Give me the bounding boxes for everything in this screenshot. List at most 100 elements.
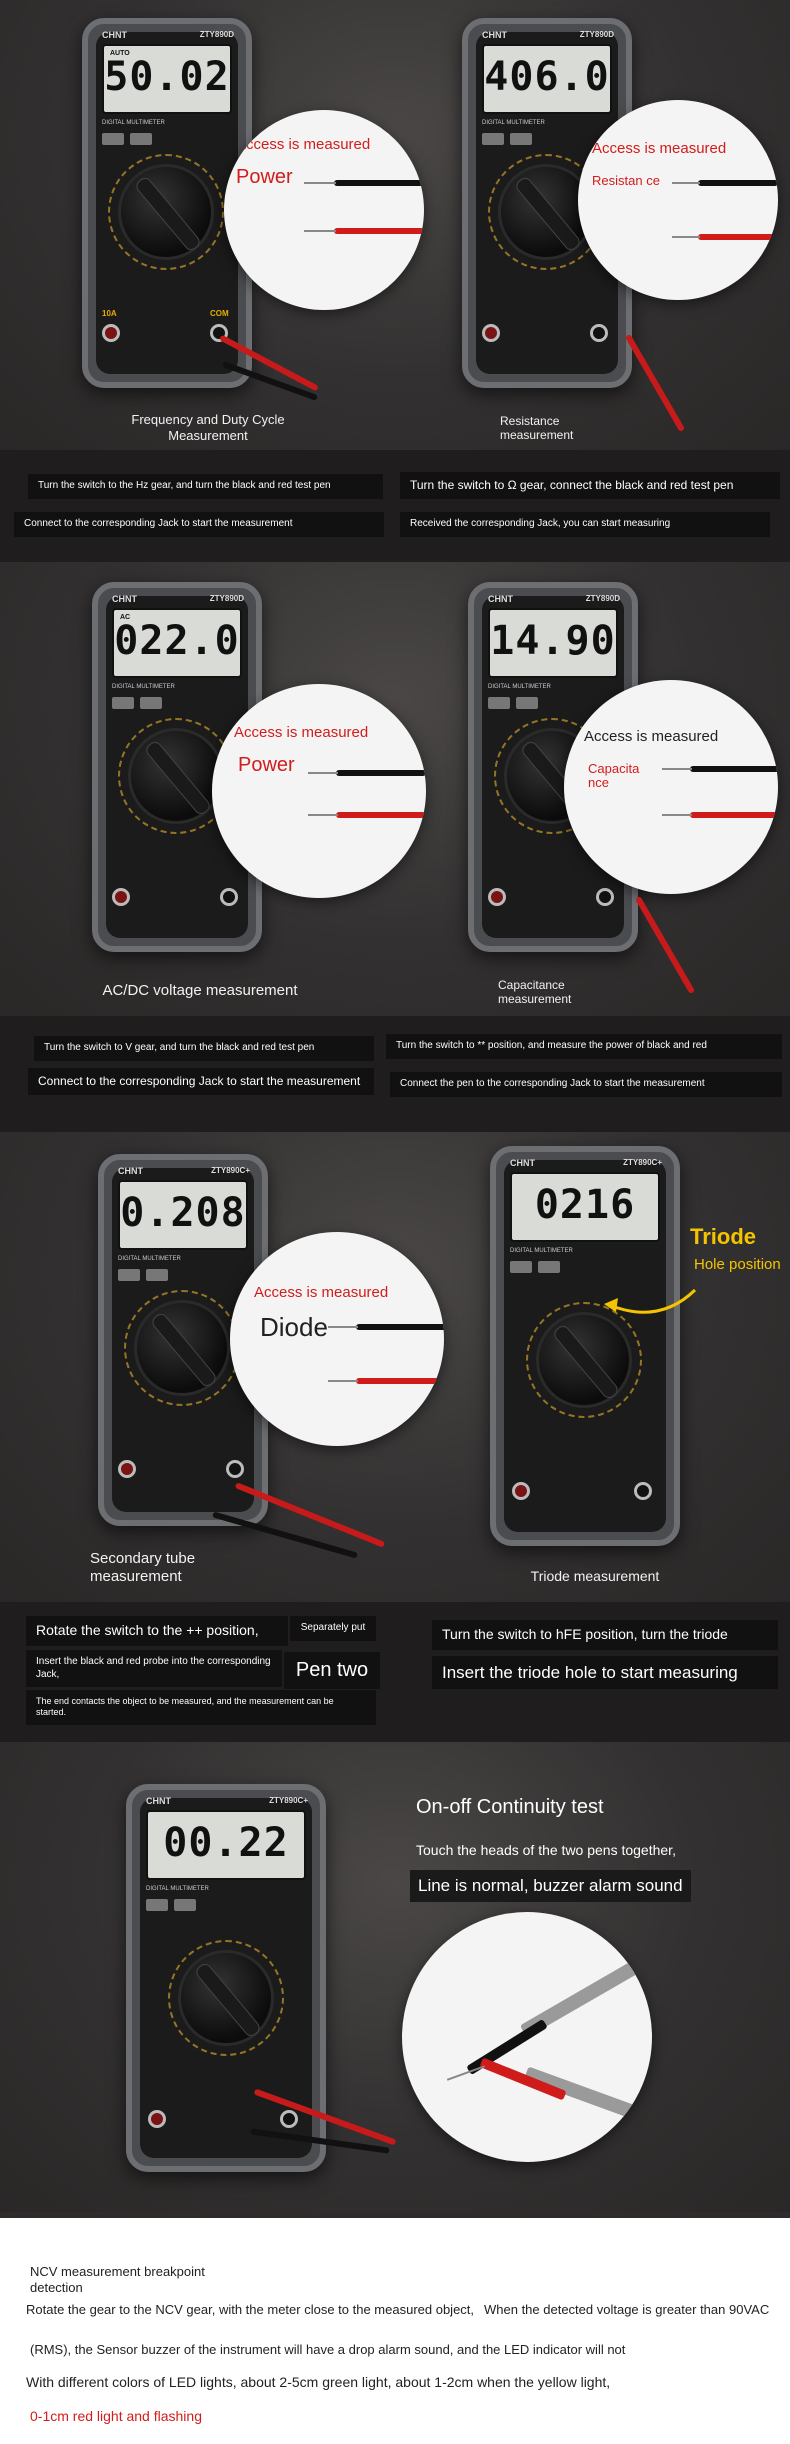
instruction-band-2: Turn the switch to V gear, and turn the … — [0, 1016, 790, 1132]
callout-title: Access is measured — [234, 724, 369, 741]
instruction-v-b: Connect to the corresponding Jack to sta… — [28, 1068, 374, 1095]
jack-10a — [102, 324, 120, 342]
instruction-ohm-a: Turn the switch to Ω gear, connect the b… — [400, 472, 780, 499]
jack-10a — [148, 2110, 166, 2128]
display-value: 022.0 — [114, 618, 240, 664]
callout-title: Access is measured — [254, 1284, 389, 1301]
instruction-cap-a: Turn the switch to ** position, and meas… — [386, 1034, 782, 1059]
continuity-line-1: Touch the heads of the two pens together… — [416, 1842, 676, 1858]
display-value: 00.22 — [163, 1820, 289, 1866]
probe-callout-circle: Access is measured Power — [212, 684, 426, 898]
meter-display: 406.0 — [482, 44, 612, 114]
instruction-band-3: Rotate the switch to the ++ position, Se… — [0, 1602, 790, 1742]
instruction-ohm-b: Received the corresponding Jack, you can… — [400, 512, 770, 537]
meter-display: AUTO 50.02 — [102, 44, 232, 114]
section-diode-triode: CHNT ZTY890C+ 0.208 DIGITAL MULTIMETER A… — [0, 1132, 790, 1602]
section-voltage-capacitance: CHNT ZTY890D AC 022.0 DIGITAL MULTIMETER… — [0, 562, 790, 1016]
jack-10a — [512, 1482, 530, 1500]
callout-title: Access is measured — [592, 140, 727, 157]
probe-callout-circle: Access is measured Capacita nce — [564, 680, 778, 894]
callout-subject: Diode — [260, 1312, 328, 1342]
instruction-band-1: Turn the switch to the Hz gear, and turn… — [0, 450, 790, 562]
rotary-dial — [128, 728, 224, 824]
rotary-dial — [536, 1312, 632, 1408]
jack-com — [226, 1460, 244, 1478]
ncv-line-2: (RMS), the Sensor buzzer of the instrume… — [30, 2342, 626, 2357]
jack-10a — [488, 888, 506, 906]
probe-callout-circle: Access is measured Power — [224, 110, 424, 310]
display-value: 50.02 — [104, 54, 230, 100]
meter-brand: CHNT — [118, 1166, 143, 1176]
instruction-hz-a: Turn the switch to the Hz gear, and turn… — [28, 474, 383, 499]
instruction-diode-put: Separately put — [290, 1616, 376, 1641]
multimeter-continuity: CHNT ZTY890C+ 00.22 DIGITAL MULTIMETER — [126, 1784, 326, 2172]
ncv-line-4: 0-1cm red light and flashing — [30, 2408, 202, 2424]
jack-10a — [118, 1460, 136, 1478]
meter-model: ZTY890D — [199, 30, 234, 39]
multimeter-resistance: CHNT ZTY890D 406.0 DIGITAL MULTIMETER — [462, 18, 632, 388]
meter-display: AC 022.0 — [112, 608, 242, 678]
arrow-icon — [604, 1288, 697, 1314]
meter-brand: CHNT — [482, 30, 507, 40]
label-hole-position: Hole position — [694, 1256, 781, 1273]
callout-subject: Resistan ce — [592, 173, 660, 188]
instruction-diode-a: Rotate the switch to the ++ position, — [26, 1616, 288, 1646]
jack-com — [220, 888, 238, 906]
meter-model: ZTY890C+ — [623, 1158, 662, 1167]
section-ncv: NCV measurement breakpoint detection Rot… — [0, 2212, 790, 2444]
meter-brand: CHNT — [146, 1796, 171, 1806]
meter-brand: CHNT — [510, 1158, 535, 1168]
caption-triode: Triode measurement — [530, 1568, 660, 1584]
multimeter-frequency: CHNT ZTY890D AUTO 50.02 DIGITAL MULTIMET… — [82, 18, 252, 388]
jack-com — [596, 888, 614, 906]
rotary-dial — [178, 1950, 274, 2046]
label-triode: Triode — [690, 1224, 757, 1249]
instruction-cap-b: Connect the pen to the corresponding Jac… — [390, 1072, 782, 1097]
caption-capacitance: Capacitance measurement — [498, 978, 572, 1007]
ncv-line-1a: Rotate the gear to the NCV gear, with th… — [26, 2302, 475, 2317]
callout-subject: Power — [236, 166, 293, 188]
section-continuity: CHNT ZTY890C+ 00.22 DIGITAL MULTIMETER O… — [0, 1742, 790, 2212]
instruction-v-a: Turn the switch to V gear, and turn the … — [34, 1036, 374, 1061]
display-value: 0.208 — [120, 1190, 246, 1236]
callout-subject: Power — [238, 754, 295, 776]
jack-com — [280, 2110, 298, 2128]
jack-com — [590, 324, 608, 342]
multimeter-triode: CHNT ZTY890C+ 0216 DIGITAL MULTIMETER — [490, 1146, 680, 1546]
ncv-title: NCV measurement breakpoint detection — [30, 2264, 205, 2296]
rotary-dial — [118, 164, 214, 260]
meter-display: 0216 — [510, 1172, 660, 1242]
jack-10a — [482, 324, 500, 342]
instruction-diode-b: Insert the black and red probe into the … — [26, 1650, 282, 1687]
multimeter-capacitance: CHNT ZTY890D 14.90 DIGITAL MULTIMETER — [468, 582, 638, 952]
continuity-title: On-off Continuity test — [416, 1796, 604, 1818]
meter-model: ZTY890D — [579, 30, 614, 39]
caption-resistance: Resistance measurement — [500, 414, 574, 443]
jack-10a — [112, 888, 130, 906]
display-value: 0216 — [534, 1182, 636, 1228]
meter-model: ZTY890D — [585, 594, 620, 603]
ncv-line-1b: When the detected voltage is greater tha… — [484, 2302, 770, 2317]
probe-callout-circle: Access is measured Diode — [230, 1232, 444, 1446]
probe-callout-circle: Access is measured Resistan ce — [578, 100, 778, 300]
callout-title: Access is measured — [236, 136, 371, 153]
meter-model: ZTY890C+ — [269, 1796, 308, 1805]
continuity-line-2: Line is normal, buzzer alarm sound — [410, 1870, 691, 1902]
section-frequency-resistance: CHNT ZTY890D AUTO 50.02 DIGITAL MULTIMET… — [0, 0, 790, 450]
display-value: 406.0 — [484, 54, 610, 100]
meter-display: 14.90 — [488, 608, 618, 678]
caption-diode: Secondary tube measurement — [90, 1550, 196, 1585]
instruction-hfe-a: Turn the switch to hFE position, turn th… — [432, 1620, 778, 1650]
caption-frequency: Frequency and Duty Cycle Measurement — [131, 412, 285, 443]
instruction-diode-pen-two: Pen two — [284, 1652, 380, 1689]
meter-brand: CHNT — [488, 594, 513, 604]
rotary-dial — [134, 1300, 230, 1396]
display-mode: AUTO — [110, 50, 130, 57]
display-value: 14.90 — [490, 618, 616, 664]
meter-display: 00.22 — [146, 1810, 306, 1880]
meter-brand: CHNT — [112, 594, 137, 604]
meter-model: ZTY890D — [209, 594, 244, 603]
callout-subject: Capacita nce — [588, 761, 640, 791]
meter-brand: CHNT — [102, 30, 127, 40]
